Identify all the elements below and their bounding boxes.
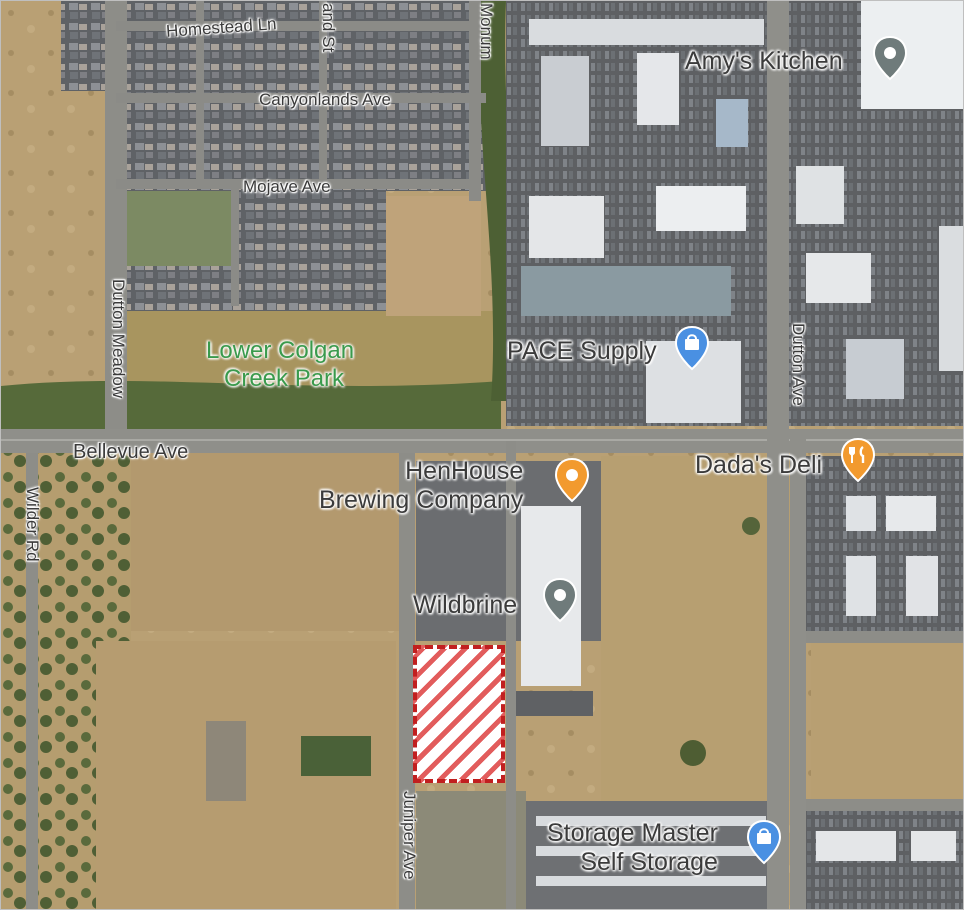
restaurant-pin-icon[interactable] bbox=[839, 437, 877, 483]
location-pin-icon[interactable] bbox=[871, 35, 909, 81]
poi-label-storage-line1: Storage Master bbox=[547, 819, 718, 847]
street-label-mojave-ave: Mojave Ave bbox=[243, 177, 331, 196]
poi-label-wildbrine[interactable]: Wildbrine bbox=[413, 591, 518, 619]
poi-label-henhouse-brewing[interactable]: HenHouse Brewing Company bbox=[319, 459, 523, 513]
street-label-juniper-ave: Juniper Ave bbox=[400, 791, 419, 880]
park-label-line1: Lower Colgan bbox=[206, 337, 355, 364]
poi-label-storage-master[interactable]: Storage Master Self Storage bbox=[547, 821, 718, 875]
shopping-bag-pin-icon[interactable] bbox=[745, 819, 783, 865]
poi-label-storage-line2: Self Storage bbox=[580, 848, 718, 876]
street-label-dutton-ave: Dutton Ave bbox=[789, 323, 808, 406]
street-label-land-st-partial: and St bbox=[319, 3, 338, 53]
restaurant-pin-icon[interactable] bbox=[553, 457, 591, 503]
poi-label-pace-supply[interactable]: PACE Supply bbox=[507, 337, 657, 365]
park-label-line2: Creek Park bbox=[224, 364, 345, 392]
street-label-wilder-rd: Wilder Rd bbox=[23, 487, 42, 562]
street-label-canyonlands-ave: Canyonlands Ave bbox=[259, 90, 392, 109]
street-label-bellevue-ave: Bellevue Ave bbox=[73, 441, 189, 463]
poi-label-henhouse-line1: HenHouse bbox=[405, 457, 524, 485]
poi-label-henhouse-line2: Brewing Company bbox=[319, 486, 524, 514]
park-label: Lower Colgan Creek Park bbox=[206, 337, 354, 392]
poi-label-amys-kitchen[interactable]: Amy's Kitchen bbox=[685, 47, 843, 75]
poi-label-dadas-deli[interactable]: Dada's Deli bbox=[695, 451, 823, 479]
shopping-bag-pin-icon[interactable] bbox=[673, 325, 711, 371]
street-label-dutton-meadow: Dutton Meadow bbox=[109, 279, 128, 399]
location-pin-icon[interactable] bbox=[541, 577, 579, 623]
hatched-site-outline bbox=[413, 645, 505, 783]
street-label-monument-partial: Monum bbox=[477, 3, 496, 60]
